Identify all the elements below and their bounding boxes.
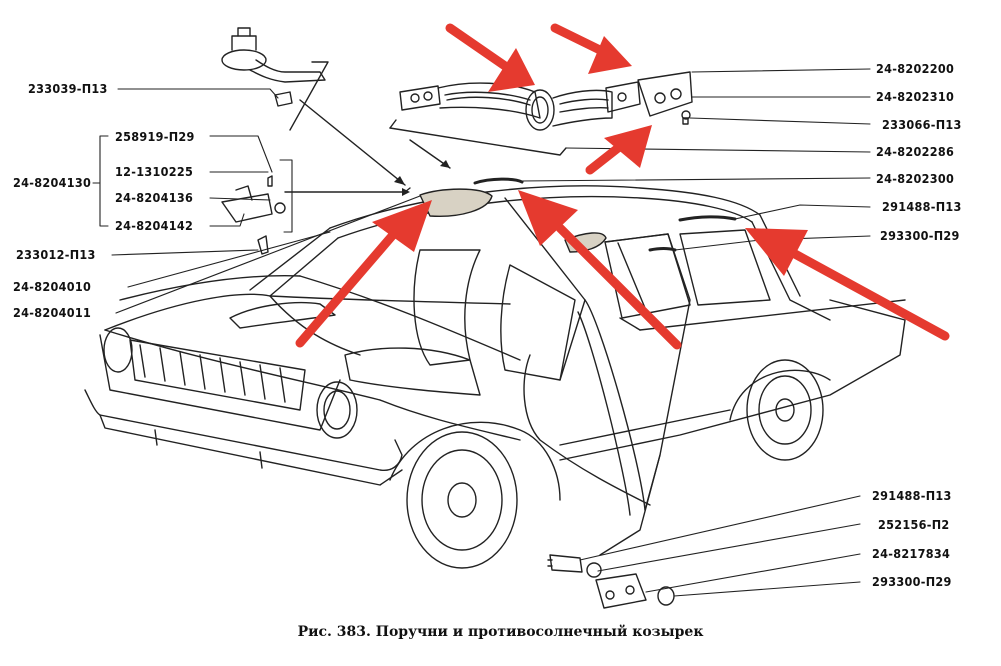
red-arrows bbox=[295, 23, 950, 350]
part-label: 24-8204010 bbox=[13, 279, 92, 294]
part-label: 24-8204136 bbox=[115, 190, 194, 205]
part-label: 291488-П13 bbox=[872, 488, 952, 503]
arrow-icon bbox=[518, 190, 682, 350]
arrow-icon bbox=[585, 125, 652, 175]
part-label: 24-8202200 bbox=[876, 61, 955, 76]
arrow-icon bbox=[445, 23, 535, 92]
part-label: 24-8204142 bbox=[115, 218, 194, 233]
part-label: 24-8217834 bbox=[872, 546, 951, 561]
part-label: 233039-П13 bbox=[28, 81, 108, 96]
part-label: 24-8204130 bbox=[13, 175, 92, 190]
leader-lines bbox=[92, 68, 871, 597]
pointer-arrowheads bbox=[394, 160, 450, 196]
part-label: 24-8202310 bbox=[876, 89, 955, 104]
arrow-icon bbox=[295, 200, 432, 348]
part-label: 233066-П13 bbox=[882, 117, 962, 132]
part-label: 291488-П13 bbox=[882, 199, 962, 214]
arrow-icon bbox=[550, 23, 632, 74]
part-label: 233012-П13 bbox=[16, 247, 96, 262]
part-label: 24-8204011 bbox=[13, 305, 92, 320]
handrail-detail bbox=[389, 71, 693, 156]
part-label: 252156-П2 bbox=[878, 517, 950, 532]
part-label: 258919-П29 bbox=[115, 129, 195, 144]
bottom-detail bbox=[547, 454, 675, 609]
bracket-detail bbox=[221, 27, 451, 186]
part-label: 293300-П29 bbox=[880, 228, 960, 243]
part-label: 12-1310225 bbox=[115, 164, 194, 179]
part-label: 293300-П29 bbox=[872, 574, 952, 589]
figure-caption: Рис. 383. Поручни и противосолнечный коз… bbox=[297, 624, 704, 640]
arrow-icon bbox=[745, 228, 950, 341]
part-label: 24-8202300 bbox=[876, 171, 955, 186]
part-label: 24-8202286 bbox=[876, 144, 955, 159]
